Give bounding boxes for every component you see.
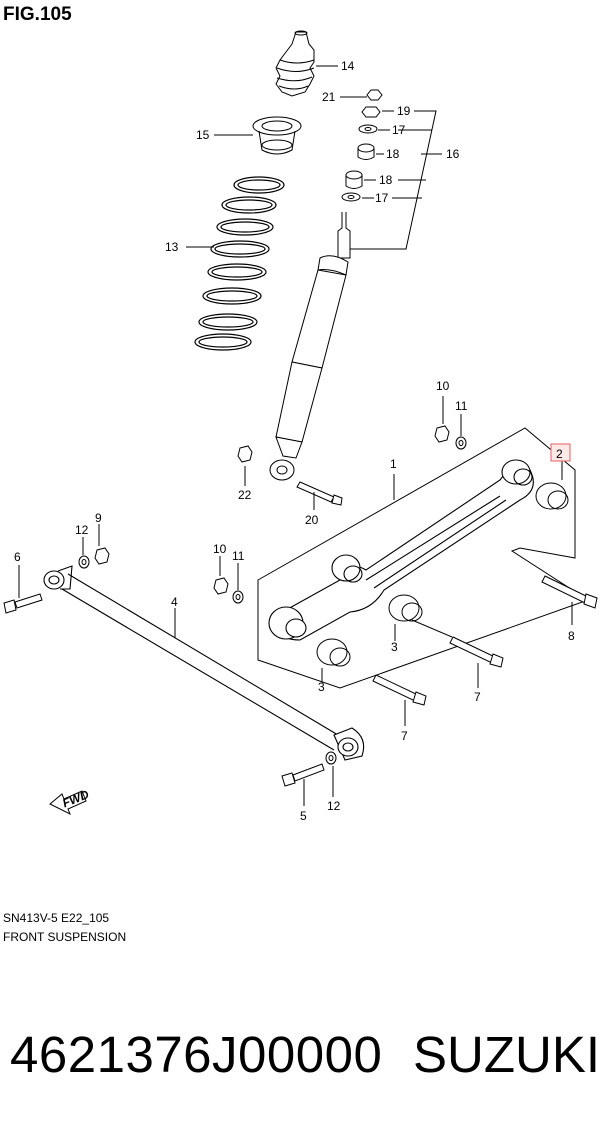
callout-17-upper: 17 (392, 123, 406, 137)
bolt-7-rear[interactable] (449, 636, 504, 668)
callout-10-upper: 10 (436, 379, 450, 393)
product-band (0, 948, 600, 1138)
nut-10-lower[interactable] (213, 577, 229, 595)
callout-7-front: 7 (401, 729, 408, 743)
washer-12-lower[interactable] (325, 751, 337, 765)
part-number: 4621376J00000 (10, 1026, 383, 1083)
washer-11-lower[interactable] (232, 590, 244, 604)
callout-11-lower: 11 (232, 549, 245, 563)
bolt-8[interactable] (541, 575, 598, 609)
callout-6: 6 (14, 550, 21, 564)
callout-10-lower: 10 (213, 542, 227, 556)
shock-absorber-part[interactable] (269, 212, 351, 481)
callout-3-rear: 3 (391, 640, 398, 654)
exploded-parts-diagram: FWD 14 21 19 15 17 18 16 18 17 13 10 11 … (3, 30, 598, 823)
nut-19[interactable] (361, 106, 381, 118)
lateral-rod[interactable] (43, 565, 365, 761)
callout-9: 9 (95, 511, 102, 525)
callout-2: 2 (556, 447, 563, 461)
bump-stop-part[interactable] (275, 30, 315, 97)
callout-15: 15 (196, 128, 210, 142)
callout-12-lower: 12 (327, 799, 341, 813)
callout-4: 4 (171, 595, 178, 609)
nut-10-upper[interactable] (434, 425, 450, 443)
callout-17-lower: 17 (375, 191, 389, 205)
washer-17-upper[interactable] (358, 124, 378, 134)
callout-1: 1 (390, 457, 397, 471)
fwd-label: FWD (60, 787, 91, 810)
washer-11-upper[interactable] (455, 436, 467, 450)
callout-18-upper: 18 (386, 147, 400, 161)
nut-21[interactable] (366, 89, 383, 101)
callout-19: 19 (397, 104, 411, 118)
nut-9[interactable] (94, 547, 110, 565)
figure-title: FIG.105 (3, 4, 72, 25)
callout-16: 16 (446, 147, 460, 161)
figure-code: SN413V-5 E22_105 (3, 911, 110, 925)
callout-5: 5 (300, 809, 307, 823)
bolt-7-front[interactable] (372, 674, 427, 706)
bushing-18-lower[interactable] (345, 170, 363, 189)
bushing-3-front[interactable] (316, 638, 351, 667)
callout-14: 14 (341, 59, 355, 73)
bolt-6[interactable] (3, 593, 43, 614)
callout-13: 13 (165, 240, 179, 254)
callout-11-upper: 11 (455, 399, 468, 413)
brand-name: SUZUKI (413, 1026, 600, 1083)
callout-3-front: 3 (318, 680, 325, 694)
callout-20: 20 (305, 513, 319, 527)
callout-18-lower: 18 (379, 173, 393, 187)
bushing-18-upper[interactable] (357, 143, 375, 160)
section-name: FRONT SUSPENSION (3, 930, 127, 944)
bushing-3-rear[interactable] (388, 594, 423, 622)
spring-seat-part[interactable] (252, 116, 302, 155)
bolt-20[interactable] (296, 481, 343, 506)
forward-arrow-icon (49, 790, 87, 816)
washer-12-upper[interactable] (78, 555, 90, 569)
washer-17-lower[interactable] (341, 192, 361, 202)
callout-22: 22 (238, 488, 252, 502)
callout-12-upper: 12 (75, 523, 89, 537)
bolt-5[interactable] (281, 763, 325, 787)
callout-7-rear: 7 (474, 690, 481, 704)
callout-21: 21 (322, 90, 336, 104)
coil-spring-part[interactable] (194, 176, 285, 351)
bushing-2[interactable] (535, 482, 569, 510)
lower-control-arm[interactable] (268, 459, 534, 641)
highlight-box (550, 443, 571, 462)
nut-22[interactable] (237, 445, 253, 463)
callout-8: 8 (568, 629, 575, 643)
